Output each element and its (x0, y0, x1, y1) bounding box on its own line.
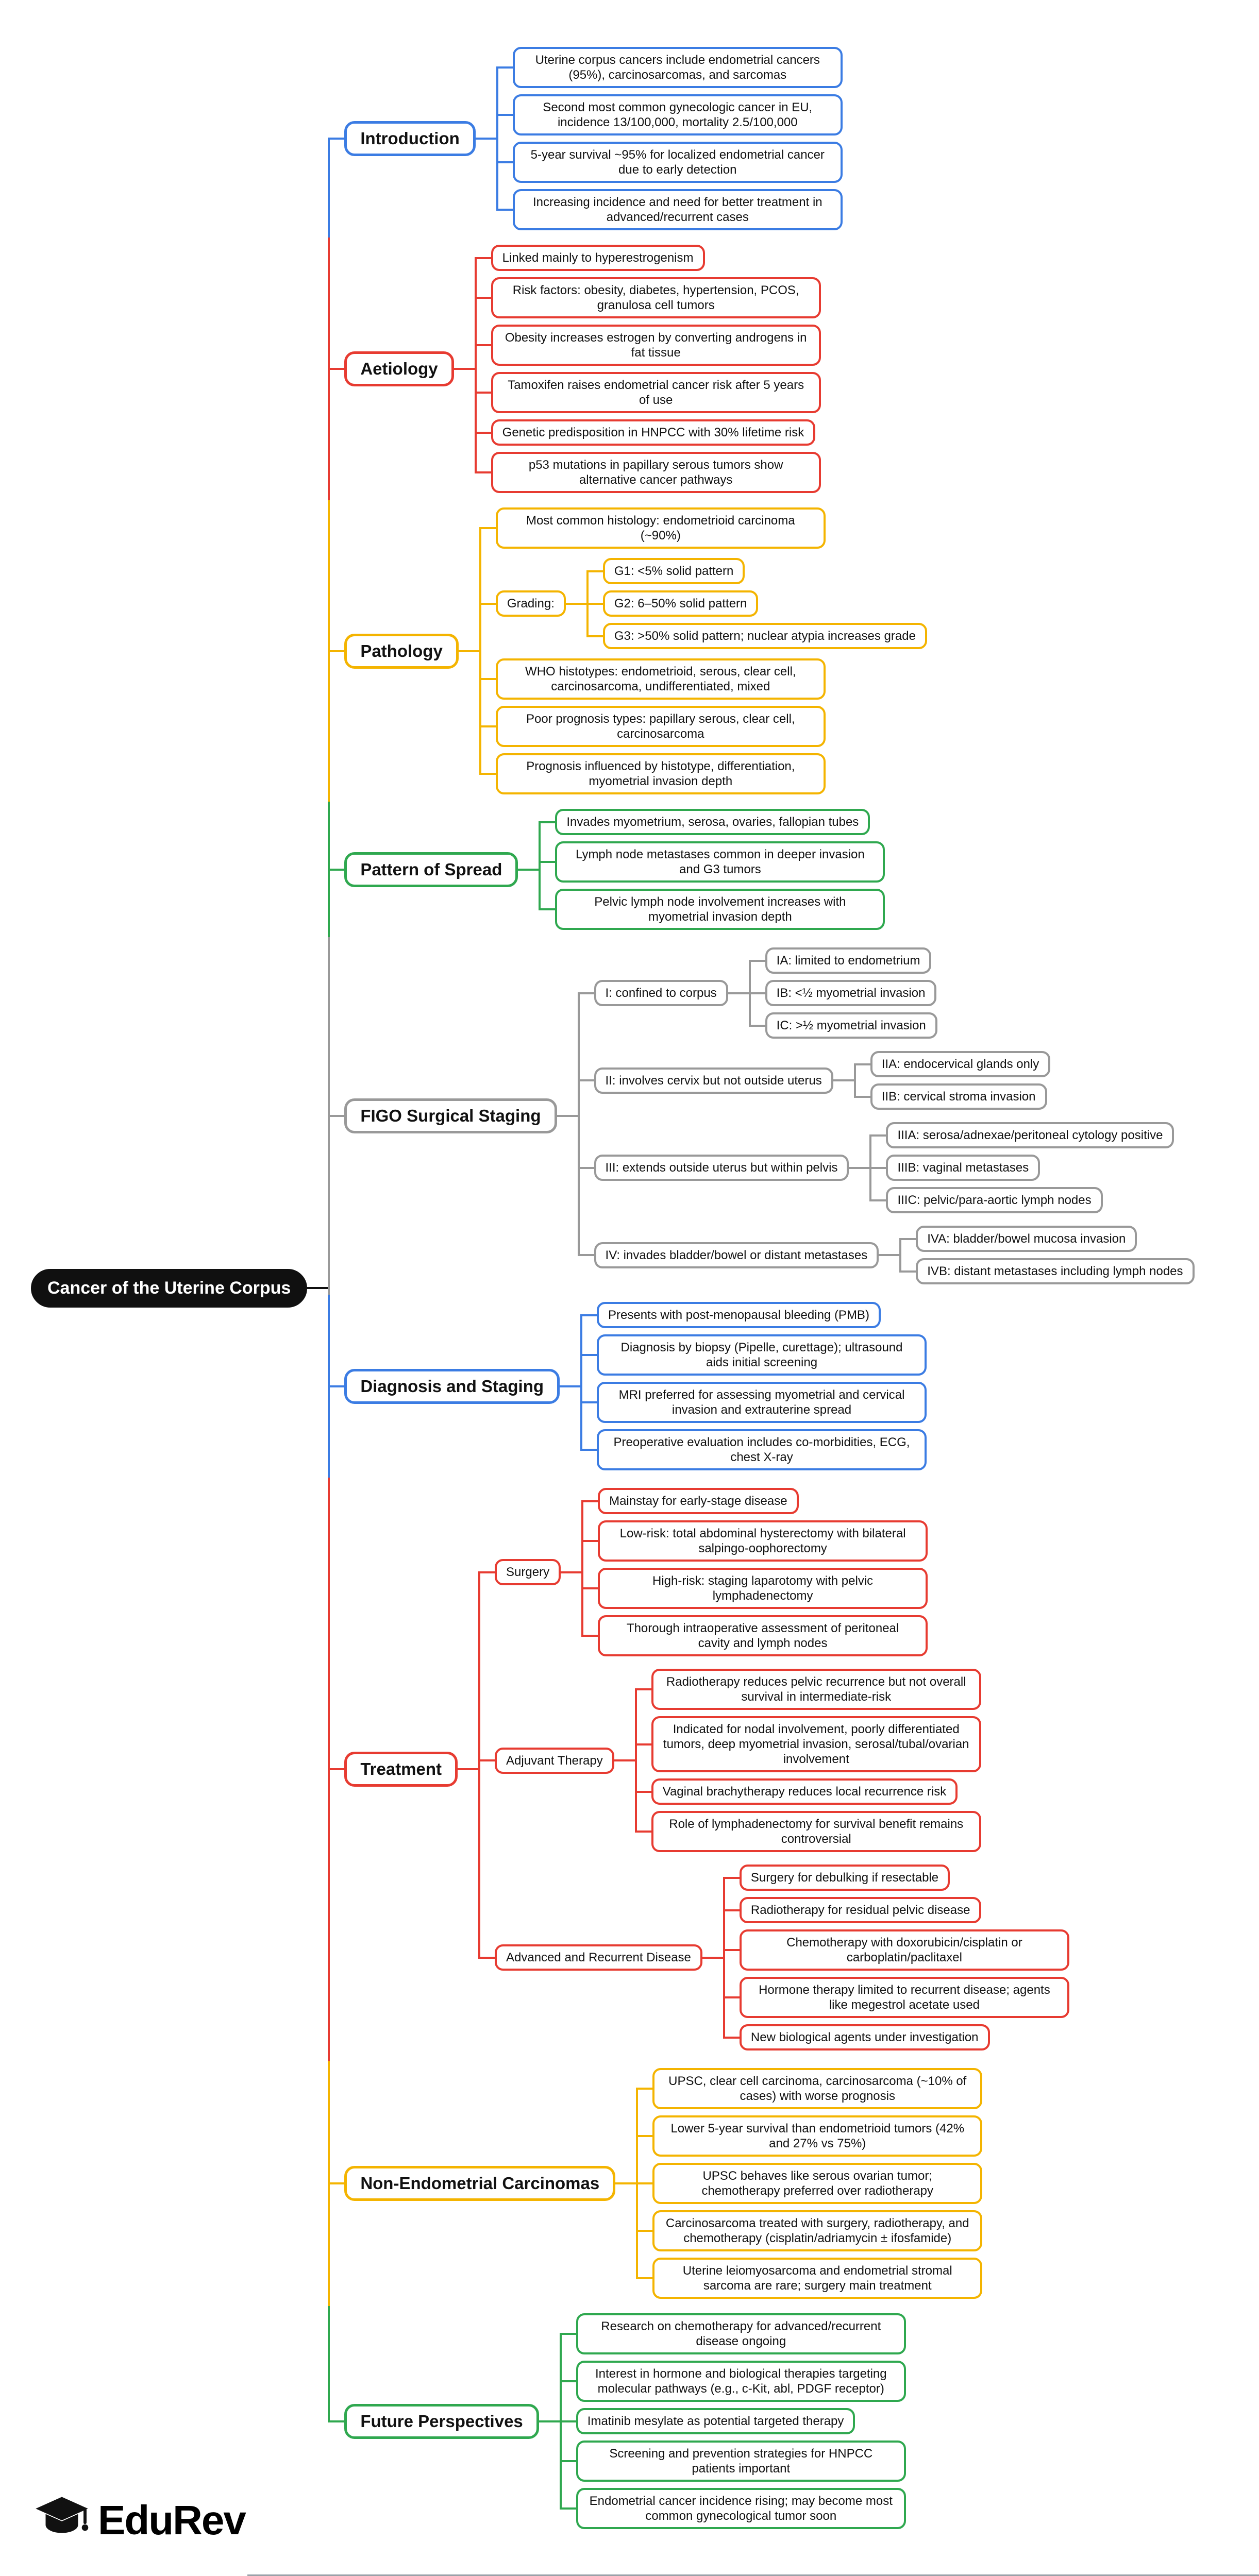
tree-node: Research on chemotherapy for advanced/re… (576, 2313, 906, 2354)
tree-node: Most common histology: endometrioid carc… (495, 507, 826, 549)
tree-node: UPSC, clear cell carcinoma, carcinosarco… (652, 2068, 983, 2109)
tree-node: Uterine corpus cancers include endometri… (512, 47, 843, 88)
node-non-endometrial-carcinomas: Non-Endometrial Carcinomas (344, 2166, 616, 2201)
connector-stub (702, 1956, 723, 1959)
tree-node: Thorough intraoperative assessment of pe… (598, 1615, 928, 1656)
tree-node: Low-risk: total abdominal hysterectomy w… (598, 1520, 928, 1562)
tree-node: Vaginal brachytherapy reduces local recu… (651, 1778, 958, 1805)
tree-node: Pelvic lymph node involvement increases … (555, 889, 885, 930)
tree-node: IIIB: vaginal metastases (886, 1155, 1040, 1181)
tree-node: Diagnosis by biopsy (Pipelle, curettage)… (597, 1334, 927, 1376)
tree-node: Imatinib mesylate as potential targeted … (576, 2408, 855, 2434)
tree-node: Invades myometrium, serosa, ovaries, fal… (555, 809, 870, 835)
connector-stub (560, 1385, 581, 1387)
tree-node: Hormone therapy limited to recurrent dis… (739, 1977, 1069, 2018)
tree-node: p53 mutations in papillary serous tumors… (491, 452, 821, 493)
connector-stub (615, 2182, 636, 2184)
bottom-border-line (247, 2574, 1259, 2576)
tree-node: IVB: distant metastases including lymph … (916, 1258, 1195, 1284)
connector-stub (565, 602, 586, 605)
node-advanced-recurrent-disease: Advanced and Recurrent Disease (495, 1944, 702, 1971)
tree-node: Radiotherapy for residual pelvic disease (739, 1897, 982, 1923)
tree-node: Prognosis influenced by histotype, diffe… (495, 753, 826, 794)
tree-node: Endometrial cancer incidence rising; may… (576, 2488, 906, 2529)
connector-stub (307, 1287, 328, 1289)
tree-node: IA: limited to endometrium (765, 947, 932, 974)
tree-node: Linked mainly to hyperestrogenism (491, 245, 705, 271)
tree-node: IVA: bladder/bowel mucosa invasion (916, 1226, 1137, 1252)
tree-node: Chemotherapy with doxorubicin/cisplatin … (739, 1929, 1069, 1971)
tree-node: IIIC: pelvic/para-aortic lymph nodes (886, 1187, 1103, 1213)
edurev-logo: EduRev (33, 2492, 246, 2549)
tree-node: G1: <5% solid pattern (602, 558, 745, 584)
node-introduction: Introduction (344, 121, 476, 156)
tree-node: Presents with post-menopausal bleeding (… (597, 1302, 881, 1328)
tree-node: Obesity increases estrogen by converting… (491, 325, 821, 366)
tree-node: High-risk: staging laparotomy with pelvi… (598, 1568, 928, 1609)
tree-node: Second most common gynecologic cancer in… (512, 94, 843, 135)
node-future-perspectives: Future Perspectives (344, 2403, 539, 2439)
connector-stub (728, 992, 749, 994)
node-pathology: Pathology (344, 633, 459, 669)
node-figo-stage-3: III: extends outside uterus but within p… (594, 1155, 849, 1181)
tree-node: Lower 5-year survival than endometrioid … (652, 2115, 983, 2157)
tree-node: UPSC behaves like serous ovarian tumor; … (652, 2163, 983, 2204)
edurev-logo-text: EduRev (98, 2497, 246, 2543)
connector-stub (833, 1079, 854, 1081)
tree-node: G2: 6–50% solid pattern (602, 590, 759, 617)
tree-node: Tamoxifen raises endometrial cancer risk… (491, 372, 821, 413)
tree-node: IIB: cervical stroma invasion (870, 1083, 1047, 1110)
tree-node: Lymph node metastases common in deeper i… (555, 841, 885, 883)
node-treatment: Treatment (344, 1752, 458, 1787)
node-grading: Grading: (495, 590, 566, 617)
tree-node: G3: >50% solid pattern; nuclear atypia i… (602, 623, 927, 649)
tree-node: Surgery for debulking if resectable (739, 1865, 950, 1891)
tree-node: New biological agents under investigatio… (739, 2024, 990, 2050)
tree-node: WHO histotypes: endometrioid, serous, cl… (495, 658, 826, 700)
tree-node: Increasing incidence and need for better… (512, 189, 843, 230)
node-root: Cancer of the Uterine Corpus (31, 1268, 308, 1308)
connector-stub (475, 138, 496, 140)
tree-node: Role of lymphadenectomy for survival ben… (651, 1811, 981, 1852)
tree-node: Carcinosarcoma treated with surgery, rad… (652, 2210, 983, 2251)
connector-stub (458, 1768, 479, 1770)
tree-node: Uterine leiomyosarcoma and endometrial s… (652, 2258, 983, 2299)
tree-node: IIIA: serosa/adnexae/peritoneal cytology… (886, 1122, 1174, 1148)
connector-stub (458, 650, 479, 652)
tree-node: Poor prognosis types: papillary serous, … (495, 706, 826, 747)
tree-node: IC: >½ myometrial invasion (765, 1012, 937, 1039)
connector-stub (849, 1166, 870, 1169)
tree-node: IB: <½ myometrial invasion (765, 980, 937, 1006)
node-figo-stage-2: II: involves cervix but not outside uter… (594, 1067, 833, 1094)
node-figo-stage-1: I: confined to corpus (594, 980, 728, 1006)
tree-node: IIA: endocervical glands only (870, 1051, 1051, 1077)
node-figo-staging: FIGO Surgical Staging (344, 1098, 557, 1133)
connector-stub (561, 1571, 582, 1573)
tree-node: Interest in hormone and biological thera… (576, 2361, 906, 2402)
connector-stub (879, 1254, 900, 1256)
connector-stub (539, 2420, 560, 2422)
node-figo-stage-4: IV: invades bladder/bowel or distant met… (594, 1242, 879, 1268)
connector-stub (518, 868, 539, 871)
node-aetiology: Aetiology (344, 351, 454, 386)
connector-stub (454, 368, 475, 370)
node-surgery: Surgery (495, 1559, 561, 1585)
graduation-cap-icon (36, 2497, 89, 2533)
node-pattern-of-spread: Pattern of Spread (344, 852, 518, 887)
tree-node: Radiotherapy reduces pelvic recurrence b… (651, 1669, 981, 1710)
mindmap-tree: Cancer of the Uterine Corpus Introduction… (31, 40, 1195, 2536)
node-adjuvant-therapy: Adjuvant Therapy (495, 1747, 614, 1774)
tree-node: 5-year survival ~95% for localized endom… (512, 142, 843, 183)
tree-node: Mainstay for early-stage disease (598, 1488, 799, 1514)
connector-stub (614, 1759, 635, 1761)
node-diagnosis-staging: Diagnosis and Staging (344, 1368, 560, 1404)
tree-node: Risk factors: obesity, diabetes, hyperte… (491, 277, 821, 318)
tree-node: Genetic predisposition in HNPCC with 30%… (491, 419, 816, 446)
connector-stub (557, 1115, 578, 1117)
tree-node: Preoperative evaluation includes co-morb… (597, 1429, 927, 1470)
tree-node: Indicated for nodal involvement, poorly … (651, 1716, 981, 1772)
tree-node: MRI preferred for assessing myometrial a… (597, 1382, 927, 1423)
tree-node: Screening and prevention strategies for … (576, 2441, 906, 2482)
